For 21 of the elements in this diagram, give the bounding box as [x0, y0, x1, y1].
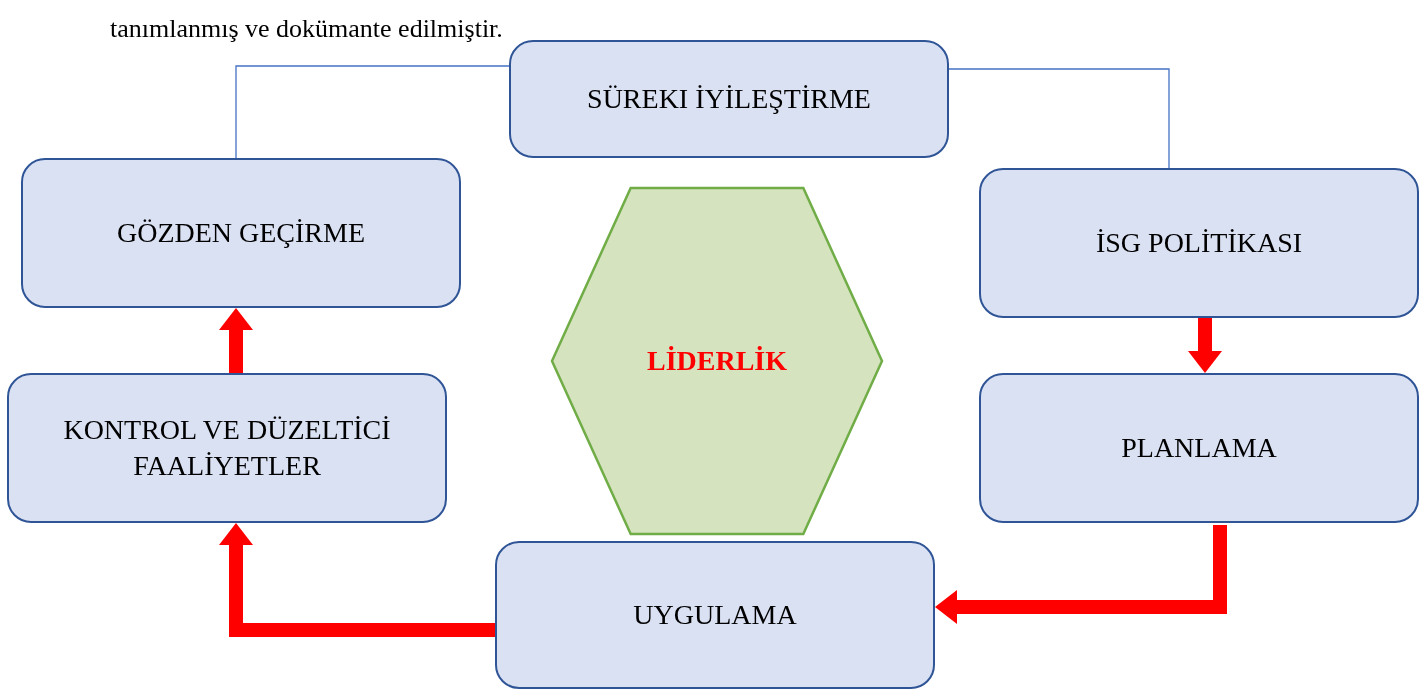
process-box [495, 541, 935, 689]
body-text: tanımlanmış ve dokümante edilmiştir. [110, 14, 503, 44]
box-label: LİDERLİK [645, 343, 788, 378]
box-label: UYGULAMA [632, 597, 798, 632]
box-label: SÜREKI İYİLEŞTİRME [586, 81, 872, 116]
thick-arrow [219, 523, 495, 637]
hexagon-shape [551, 187, 883, 535]
connector-line [235, 65, 510, 159]
process-box [509, 40, 949, 158]
connector-line [948, 68, 1170, 169]
process-box [979, 373, 1419, 523]
process-box [979, 168, 1419, 318]
process-box [21, 158, 461, 308]
box-label: İSG POLİTİKASI [1094, 225, 1304, 260]
thick-arrow [219, 308, 253, 373]
box-label: KONTROL VE DÜZELTİCİ FAALİYETLER [62, 412, 392, 483]
box-label: GÖZDEN GEÇİRME [115, 215, 367, 250]
box-label: PLANLAMA [1120, 430, 1278, 465]
thick-arrow [935, 525, 1227, 624]
thick-arrow [1188, 318, 1222, 373]
process-box [7, 373, 447, 523]
